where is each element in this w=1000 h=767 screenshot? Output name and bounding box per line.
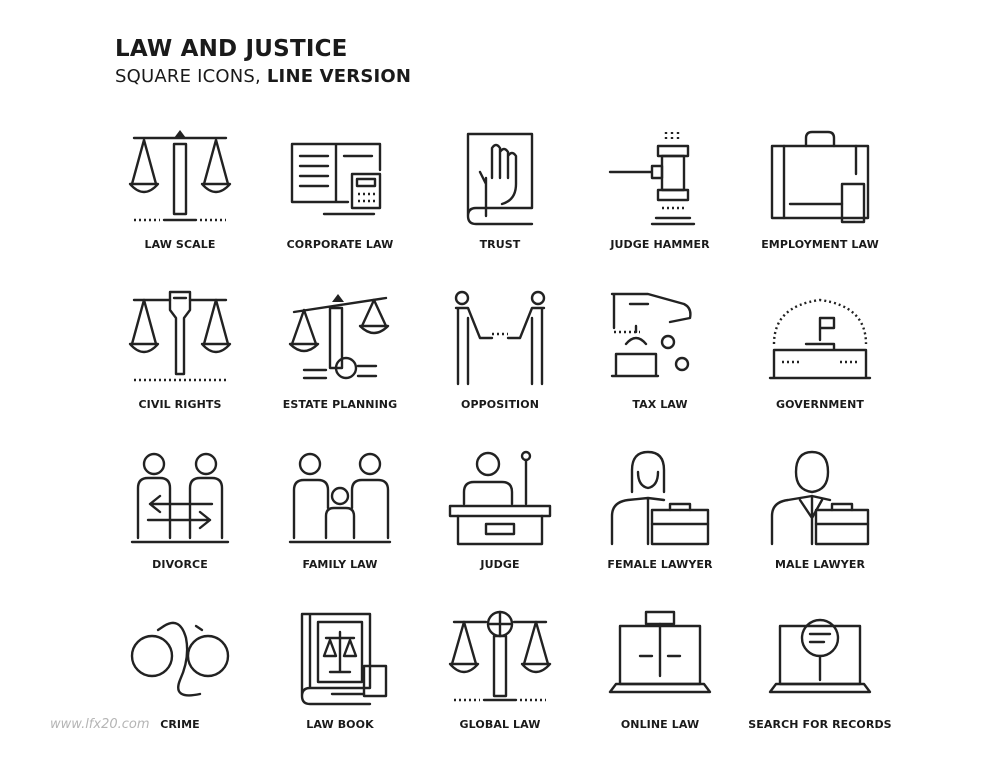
icon-label: ONLINE LAW bbox=[620, 718, 700, 731]
icon-grid: LAW SCALE CORPORATE LAW TRUST bbox=[100, 120, 900, 760]
icon-label: CORPORATE LAW bbox=[286, 238, 394, 251]
icon-tile-global-law: GLOBAL LAW bbox=[420, 600, 580, 760]
crime-icon bbox=[130, 621, 230, 697]
icon-tile-law-scale: LAW SCALE bbox=[100, 120, 260, 280]
icon-tile-family-law: FAMILY LAW bbox=[260, 440, 420, 600]
icon-tile-judge-hammer: JUDGE HAMMER bbox=[580, 120, 740, 280]
icon-tile-divorce: DIVORCE bbox=[100, 440, 260, 600]
icon-label: LAW SCALE bbox=[144, 238, 216, 251]
icon-label: OPPOSITION bbox=[461, 398, 539, 411]
icon-tile-employment-law: EMPLOYMENT LAW bbox=[740, 120, 900, 280]
icon-tile-online-law: ONLINE LAW bbox=[580, 600, 740, 760]
watermark-text: www.lfx20.com bbox=[50, 717, 150, 732]
icon-label: EMPLOYMENT LAW bbox=[761, 238, 879, 251]
subtitle-regular: SQUARE ICONS, bbox=[115, 66, 267, 87]
icon-tile-crime: CRIME bbox=[100, 600, 260, 760]
icon-label: TAX LAW bbox=[632, 398, 688, 411]
icon-tile-civil-rights: CIVIL RIGHTS bbox=[100, 280, 260, 440]
trust-icon bbox=[466, 132, 534, 226]
government-icon bbox=[768, 298, 872, 380]
page-subtitle: SQUARE ICONS, LINE VERSION bbox=[115, 66, 411, 87]
icon-label: GOVERNMENT bbox=[776, 398, 864, 411]
law-book-icon bbox=[300, 612, 388, 706]
icon-tile-search-for-records: SEARCH FOR RECORDS bbox=[740, 600, 900, 760]
icon-label: CRIME bbox=[160, 718, 200, 731]
icon-label: LAW BOOK bbox=[306, 718, 374, 731]
page-title: LAW AND JUSTICE bbox=[115, 36, 348, 62]
icon-label: TRUST bbox=[479, 238, 521, 251]
icon-label: SEARCH FOR RECORDS bbox=[748, 718, 892, 731]
icon-label: FEMALE LAWYER bbox=[607, 558, 713, 571]
icon-tile-corporate-law: CORPORATE LAW bbox=[260, 120, 420, 280]
icon-tile-estate-planning: ESTATE PLANNING bbox=[260, 280, 420, 440]
icon-tile-tax-law: TAX LAW bbox=[580, 280, 740, 440]
icon-label: JUDGE bbox=[480, 558, 520, 571]
female-lawyer-icon bbox=[610, 450, 710, 546]
icon-tile-trust: TRUST bbox=[420, 120, 580, 280]
icon-tile-opposition: OPPOSITION bbox=[420, 280, 580, 440]
law-scale-icon bbox=[128, 130, 232, 222]
judge-hammer-icon bbox=[608, 132, 696, 226]
online-law-icon bbox=[608, 610, 712, 694]
divorce-icon bbox=[130, 452, 230, 544]
global-law-icon bbox=[448, 610, 552, 702]
subtitle-bold: LINE VERSION bbox=[266, 66, 412, 87]
male-lawyer-icon bbox=[770, 450, 870, 546]
icon-tile-judge: JUDGE bbox=[420, 440, 580, 600]
opposition-icon bbox=[454, 290, 546, 386]
icon-tile-government: GOVERNMENT bbox=[740, 280, 900, 440]
icon-label: DIVORCE bbox=[152, 558, 208, 571]
tax-law-icon bbox=[610, 292, 692, 378]
search-for-records-icon bbox=[768, 618, 872, 694]
family-law-icon bbox=[288, 452, 392, 544]
icon-tile-female-lawyer: FEMALE LAWYER bbox=[580, 440, 740, 600]
icon-label: GLOBAL LAW bbox=[459, 718, 541, 731]
icon-label: JUDGE HAMMER bbox=[610, 238, 710, 251]
corporate-law-icon bbox=[290, 142, 382, 216]
icon-label: CIVIL RIGHTS bbox=[138, 398, 222, 411]
judge-icon bbox=[448, 450, 552, 546]
estate-planning-icon bbox=[288, 294, 390, 380]
icon-label: MALE LAWYER bbox=[774, 558, 866, 571]
civil-rights-icon bbox=[128, 290, 232, 382]
icon-tile-law-book: LAW BOOK bbox=[260, 600, 420, 760]
icon-label: ESTATE PLANNING bbox=[282, 398, 398, 411]
employment-law-icon bbox=[770, 130, 870, 224]
icon-tile-male-lawyer: MALE LAWYER bbox=[740, 440, 900, 600]
icon-label: FAMILY LAW bbox=[302, 558, 378, 571]
